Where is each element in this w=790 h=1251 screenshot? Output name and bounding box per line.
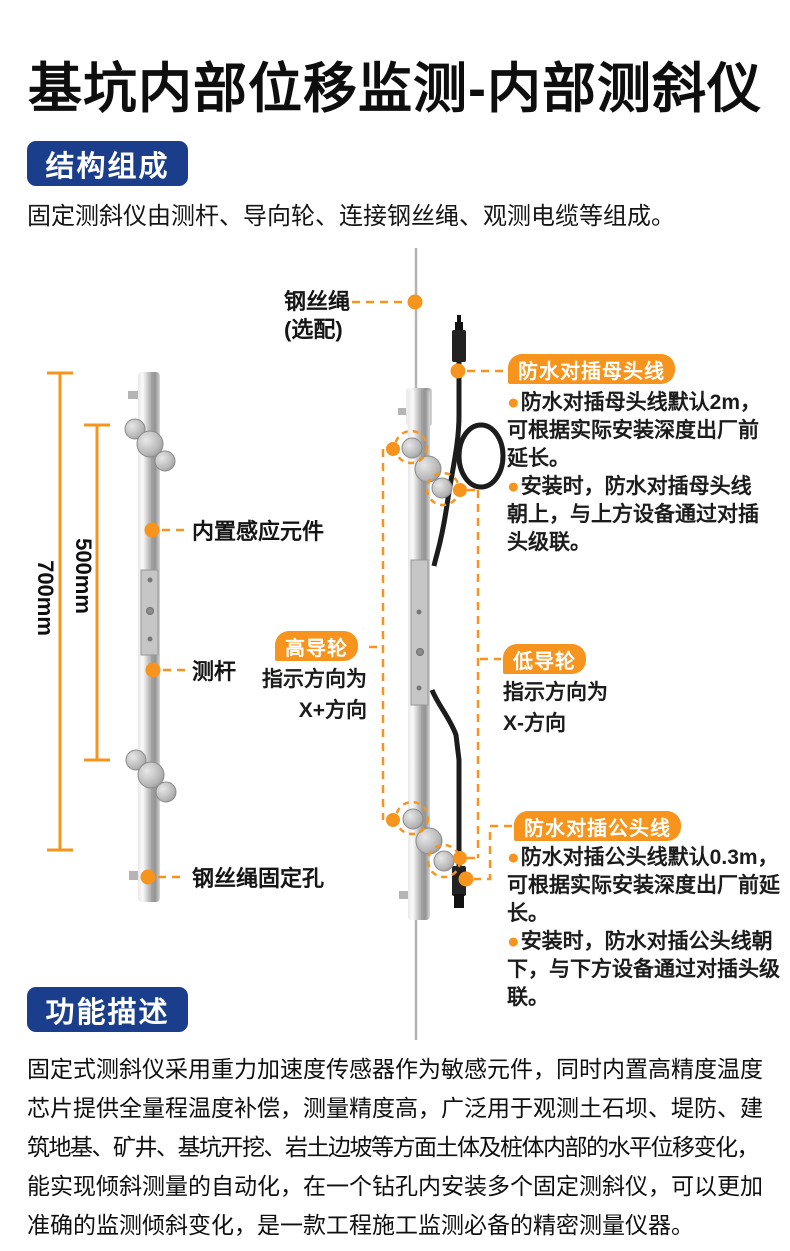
paragraph-line: 筑地基、矿井、基坑开挖、岩土边坡等方面土体及桩体内部的水平位移变化， xyxy=(27,1134,760,1160)
dimension-500mm-line xyxy=(84,423,110,762)
inclinometer-diagram xyxy=(47,248,512,1040)
right-device-upper-wheels xyxy=(401,437,453,499)
section-badge-structure: 结构组成 xyxy=(27,141,188,186)
annotation-dots xyxy=(140,294,474,887)
dimension-700mm-line xyxy=(47,371,73,852)
note-line: 下，与下方设备通过对插头级 xyxy=(507,958,780,981)
bullet-icon: ● xyxy=(507,846,520,869)
label-measuring-rod: 测杆 xyxy=(192,659,237,684)
badge-male-cable: 防水对插公头线 xyxy=(514,811,681,841)
cable-loop xyxy=(456,422,506,490)
label-wire-fixing-hole: 钢丝绳固定孔 xyxy=(192,866,325,891)
wire-label-line2: (选配) xyxy=(284,317,343,342)
note-line: 延长。 xyxy=(507,447,570,470)
section-badge-function: 功能描述 xyxy=(27,987,188,1032)
note-line: 可根据实际安装深度出厂前延 xyxy=(507,874,780,897)
left-device-lower-wheels xyxy=(125,749,177,803)
label-built-in-sensor: 内置感应元件 xyxy=(192,519,325,544)
left-device-fixing-pin xyxy=(129,871,142,880)
note-line: ●防水对插公头线默认0.3m， xyxy=(507,846,779,869)
right-device-sensor-bracket xyxy=(410,559,429,706)
note-line: 联。 xyxy=(507,986,549,1009)
low-guide-wheel-direction: 指示方向为 X-方向 xyxy=(503,681,608,735)
dimension-500mm-label: 500mm xyxy=(71,538,96,614)
note-line: ●防水对插母头线默认2m， xyxy=(507,391,762,414)
left-device-top-pin xyxy=(128,391,141,399)
left-device-upper-wheels xyxy=(124,418,176,472)
badge-female-cable: 防水对插母头线 xyxy=(508,354,675,384)
note-line: 长。 xyxy=(507,902,549,925)
note-line: ●安装时，防水对插母头线 xyxy=(507,475,752,498)
paragraph-line: 固定式测斜仪采用重力加速度传感器作为敏感元件，同时内置高精度温度 xyxy=(27,1056,763,1082)
note-line: 朝上，与上方设备通过对插 xyxy=(507,503,759,526)
right-device-lower-wheels xyxy=(402,808,455,872)
dimension-700mm-label: 700mm xyxy=(33,560,58,636)
left-device xyxy=(124,372,177,902)
paragraph-line: 准确的监测倾斜变化，是一款工程施工监测必备的精密测量仪器。 xyxy=(27,1212,694,1238)
paragraph-line: 芯片提供全量程温度补偿，测量精度高，广泛用于观测土石坝、堤防、建 xyxy=(27,1095,763,1121)
male-cable-notes: ●防水对插公头线默认0.3m， 可根据实际安装深度出厂前延 长。 ●安装时，防水… xyxy=(507,844,790,1012)
right-device-bottom-pin xyxy=(399,891,411,899)
annotation-leaders xyxy=(158,300,512,881)
bullet-icon: ● xyxy=(507,930,520,953)
bullet-icon: ● xyxy=(507,475,520,498)
note-line: ●安装时，防水对插公头线朝 xyxy=(507,930,773,953)
female-cable-notes: ●防水对插母头线默认2m， 可根据实际安装深度出厂前 延长。 ●安装时，防水对插… xyxy=(507,389,790,557)
badge-low-guide-wheel: 低导轮 xyxy=(503,644,586,674)
structure-intro-text: 固定测斜仪由测杆、导向轮、连接钢丝绳、观测电缆等组成。 xyxy=(27,203,675,230)
male-badge-leader xyxy=(474,824,512,881)
page-title: 基坑内部位移监测-内部测斜仪 xyxy=(28,59,762,119)
note-line: 头级联。 xyxy=(507,531,591,554)
function-description-paragraph: 固定式测斜仪采用重力加速度传感器作为敏感元件，同时内置高精度温度 芯片提供全量程… xyxy=(27,1050,783,1245)
wire-label: 钢丝绳 (选配) xyxy=(284,288,350,344)
observation-cable xyxy=(429,360,506,870)
badge-high-guide-wheel: 高导轮 xyxy=(275,631,358,661)
wire-label-line1: 钢丝绳 xyxy=(284,289,351,314)
high-guide-wheel-direction: 指示方向为 X+方向 xyxy=(262,668,367,722)
right-device xyxy=(398,315,506,920)
paragraph-line: 能实现倾斜测量的自动化，在一个钻孔内安装多个固定测斜仪，可以更加 xyxy=(27,1173,763,1199)
note-line: 可根据实际安装深度出厂前 xyxy=(507,419,759,442)
right-device-top-pin xyxy=(398,408,410,415)
cable-top-connector xyxy=(452,315,466,362)
bullet-icon: ● xyxy=(507,391,520,414)
